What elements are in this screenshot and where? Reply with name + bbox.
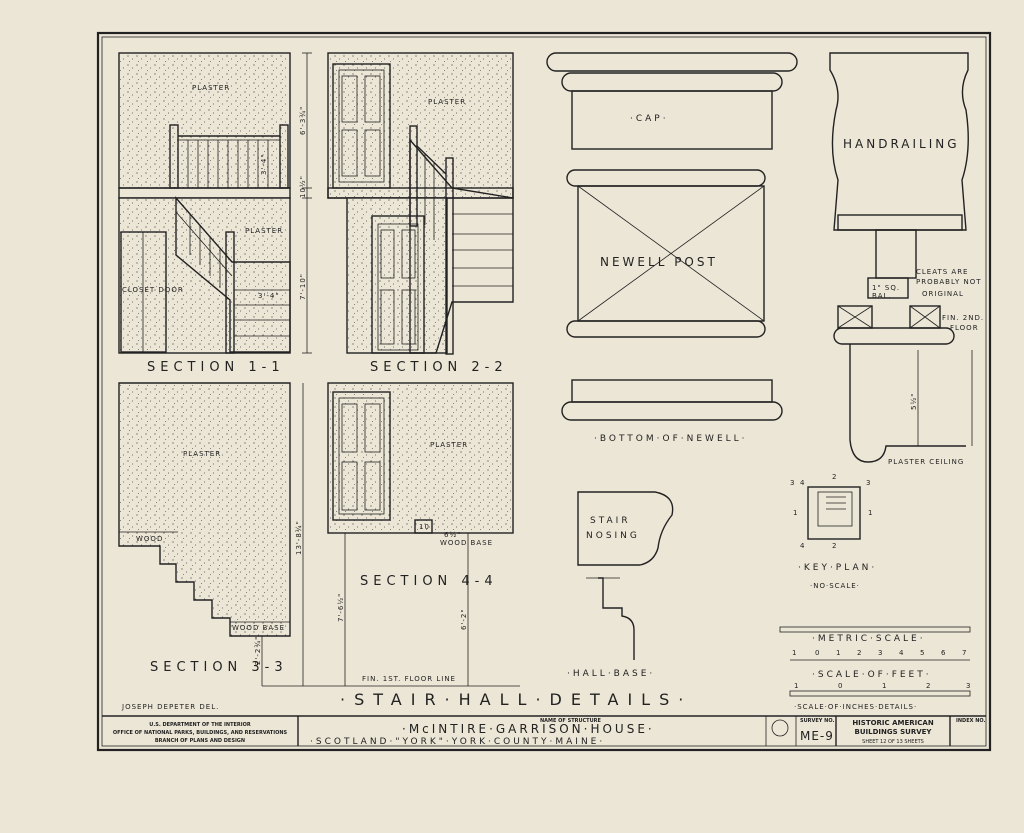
s44-dim-c: 6½" [444, 531, 461, 539]
nosing-label-2: NOSING [586, 531, 640, 541]
newell-post-label: NEWELL POST [600, 255, 718, 269]
s11-dim-mid: 10½" [299, 175, 307, 198]
s11-dim-d2: 3'-4" [258, 292, 280, 300]
s33-plaster-label: PLASTER [183, 450, 221, 458]
title-block: U.S. DEPARTMENT OF THE INTERIOR OFFICE O… [102, 715, 986, 747]
metric-tick-2: 1 [836, 649, 841, 657]
handrail-fin-floor-2: FLOOR [950, 324, 979, 332]
s33-woodbase-label: WOOD BASE [232, 624, 285, 632]
handrail-fin-floor-1: FIN. 2ND. [942, 314, 984, 322]
key-plan-sub: ·NO·SCALE· [810, 582, 860, 590]
key-n5: 1 [793, 509, 798, 517]
handrailing-detail: HANDRAILING 1" SQ. BAL. CLEATS ARE PROBA… [829, 52, 984, 466]
tb-structure: ·McINTIRE·GARRISON·HOUSE· [402, 722, 655, 736]
metric-tick-8: 7 [962, 649, 967, 657]
metric-tick-6: 5 [920, 649, 925, 657]
handrail-cleats-2: PROBABLY NOT [916, 278, 981, 286]
key-n6: 1 [868, 509, 873, 517]
inches-scale-label: ·SCALE·OF·INCHES·DETAILS· [794, 703, 917, 711]
s11-plaster-label: PLASTER [192, 84, 230, 92]
tb-survey: ME-9 [800, 729, 834, 743]
feet-scale-label: ·SCALE·OF·FEET· [812, 670, 932, 680]
s11-closet-label: CLOSET DOOR [122, 286, 184, 294]
tb-sheet: SHEET 12 OF 13 SHEETS [862, 739, 924, 745]
feet-tick-3: 2 [926, 682, 931, 690]
hall-base-label: ·HALL·BASE· [567, 669, 655, 679]
handrail-plaster-ceiling: PLASTER CEILING [888, 458, 964, 466]
key-n2: 4 [800, 479, 805, 487]
s44-dim-b: 6'-2" [460, 608, 468, 630]
feet-tick-1: 0 [838, 682, 843, 690]
s22-plaster-label: PLASTER [428, 98, 466, 106]
feet-tick-4: 3 [966, 682, 971, 690]
habs-seal [771, 719, 789, 737]
s33-wood-label: WOOD [136, 535, 163, 543]
newell-bottom-label: ·BOTTOM·OF·NEWELL· [594, 434, 748, 444]
handrail-cleats-1: CLEATS ARE [916, 268, 968, 276]
tb-structure-label: NAME OF STRUCTURE [540, 718, 602, 724]
newell-cap-label: ·CAP· [630, 114, 669, 124]
hall-base-detail: ·HALL·BASE· [567, 577, 655, 679]
s33-dim-low: 2'-2¾" [254, 636, 262, 665]
metric-tick-5: 4 [899, 649, 904, 657]
handrail-cleats-3: ORIGINAL [922, 290, 964, 298]
metric-tick-3: 2 [857, 649, 862, 657]
s11-dim-top: 6'-3¾" [299, 106, 307, 135]
s44-woodbase-label: WOOD BASE [440, 539, 493, 547]
s33-title: SECTION 3-3 [150, 660, 288, 675]
handrail-label: HANDRAILING [843, 137, 960, 151]
feet-tick-0: 1 [794, 682, 799, 690]
section-1-1: PLASTER PLASTER CLOSET DOOR [118, 52, 312, 375]
s11-plaster2-label: PLASTER [245, 227, 283, 235]
handrail-bal: BAL. [872, 292, 892, 300]
metric-tick-1: 0 [815, 649, 820, 657]
sheet-inner-border [101, 36, 987, 747]
key-n8: 2 [832, 542, 837, 550]
s44-title: SECTION 4-4 [360, 574, 498, 589]
key-n1: 3 [790, 479, 795, 487]
tb-index-label: INDEX NO. [956, 718, 986, 724]
nosing-label-1: STAIR [590, 516, 631, 526]
metric-tick-0: 1 [792, 649, 797, 657]
key-n4: 3 [866, 479, 871, 487]
section-3-3: PLASTER WOOD WOOD BASE 13'-8¾" 2'-2¾" SE… [118, 382, 304, 686]
scales: ·METRIC·SCALE· 1 0 1 2 3 4 5 6 7 ·SCALE·… [779, 626, 971, 711]
tb-dept-3: BRANCH OF PLANS AND DESIGN [155, 738, 245, 744]
key-n7: 4 [800, 542, 805, 550]
s44-dim-a: 7'-6½" [337, 593, 345, 622]
s44-floor-line: FIN. 1ST. FLOOR LINE [362, 675, 456, 683]
section-2-2: PLASTER SECTION 2-2 [327, 52, 514, 375]
sheet-border [96, 31, 992, 752]
tb-dept-1: U.S. DEPARTMENT OF THE INTERIOR [149, 722, 251, 728]
s11-title: SECTION 1-1 [147, 360, 285, 375]
s44-plaster-label: PLASTER [430, 441, 468, 449]
section-4-4: PLASTER 10 WOOD BASE 6½" 7'-6½" 6'-2" SE… [262, 382, 520, 687]
tb-location: ·SCOTLAND·"YORK"·YORK·COUNTY·MAINE· [310, 737, 605, 747]
handrail-sq: 1" SQ. [872, 284, 900, 292]
handrail-dim: 5½" [910, 393, 918, 410]
tb-habs-2: BUILDINGS SURVEY [855, 728, 933, 736]
feet-tick-2: 1 [882, 682, 887, 690]
s11-dim-low: 7'-10" [299, 273, 307, 300]
s33-dim-total: 13'-8¾" [295, 520, 303, 555]
key-plan: 3 4 2 3 1 1 4 2 ·KEY·PLAN· ·NO·SCALE· [790, 473, 877, 590]
key-plan-title: ·KEY·PLAN· [798, 563, 877, 573]
metric-scale-label: ·METRIC·SCALE· [812, 634, 926, 644]
newell-post-detail: ·CAP· NEWELL POST ·BOTTOM·OF·NEWELL· [546, 52, 798, 444]
tb-dept-2: OFFICE OF NATIONAL PARKS, BUILDINGS, AND… [113, 730, 288, 736]
s11-dim-d1: 3'-4" [260, 153, 268, 175]
stair-nosing-detail: STAIR NOSING [577, 491, 674, 566]
metric-tick-7: 6 [941, 649, 946, 657]
metric-tick-4: 3 [878, 649, 883, 657]
key-n3: 2 [832, 473, 837, 481]
tb-survey-label: SURVEY NO. [800, 718, 834, 724]
sheet-title: ·STAIR·HALL·DETAILS· [340, 690, 692, 709]
s22-title: SECTION 2-2 [370, 360, 508, 375]
delineator: JOSEPH DEPETER DEL. [121, 703, 219, 711]
tb-habs-1: HISTORIC AMERICAN [852, 719, 934, 727]
s44-dim-d: 10 [419, 523, 430, 531]
